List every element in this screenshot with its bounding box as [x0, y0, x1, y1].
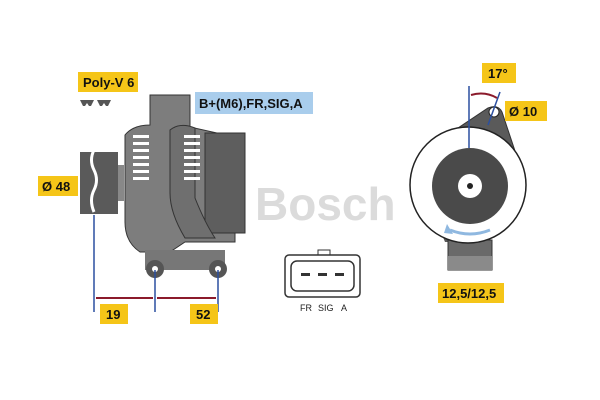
dimension-19-label: 19: [106, 307, 120, 322]
connector-icon: [284, 249, 361, 298]
terminals-label: B+(M6),FR,SIG,A: [199, 96, 303, 111]
pin-label-a: A: [341, 303, 347, 313]
mount-width-label: 12,5/12,5: [442, 286, 496, 301]
pin-label-fr: FR: [300, 303, 312, 313]
angle-label: 17°: [488, 66, 508, 81]
dimension-52-label: 52: [196, 307, 210, 322]
alternator-side-view: [80, 94, 246, 278]
belt-profile-icon: [80, 100, 111, 106]
hole-diameter-label: Ø 10: [509, 104, 537, 119]
pulley-diameter-label: Ø 48: [42, 179, 70, 194]
pin-label-sig: SIG: [318, 303, 334, 313]
alternator-front-view: [409, 86, 527, 271]
belt-label: Poly-V 6: [83, 75, 134, 90]
svg-text:Bosch: Bosch: [255, 178, 396, 230]
